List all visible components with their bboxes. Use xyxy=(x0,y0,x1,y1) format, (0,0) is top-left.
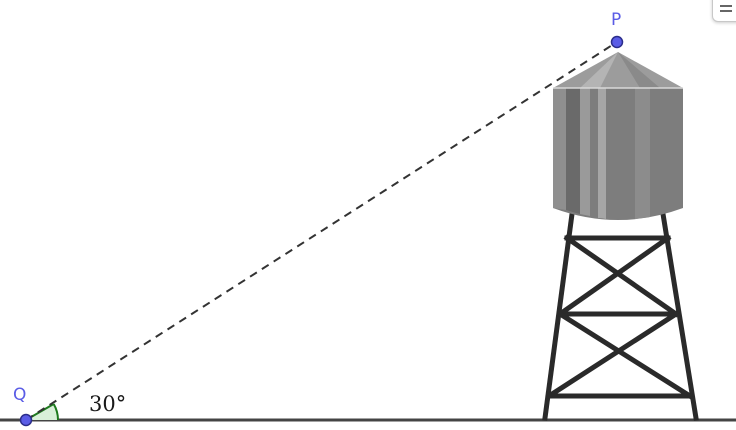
menu-icon xyxy=(720,5,732,15)
point-q[interactable] xyxy=(19,413,33,427)
point-q-label: Q xyxy=(13,385,26,405)
tower-frame xyxy=(542,211,699,421)
point-p[interactable] xyxy=(610,35,624,49)
angle-label: 30° xyxy=(89,392,126,416)
menu-button[interactable] xyxy=(712,0,736,22)
point-p-label: P xyxy=(611,10,621,30)
angle-arc xyxy=(52,403,59,421)
water-tank xyxy=(553,52,683,220)
line-of-sight xyxy=(25,41,618,421)
